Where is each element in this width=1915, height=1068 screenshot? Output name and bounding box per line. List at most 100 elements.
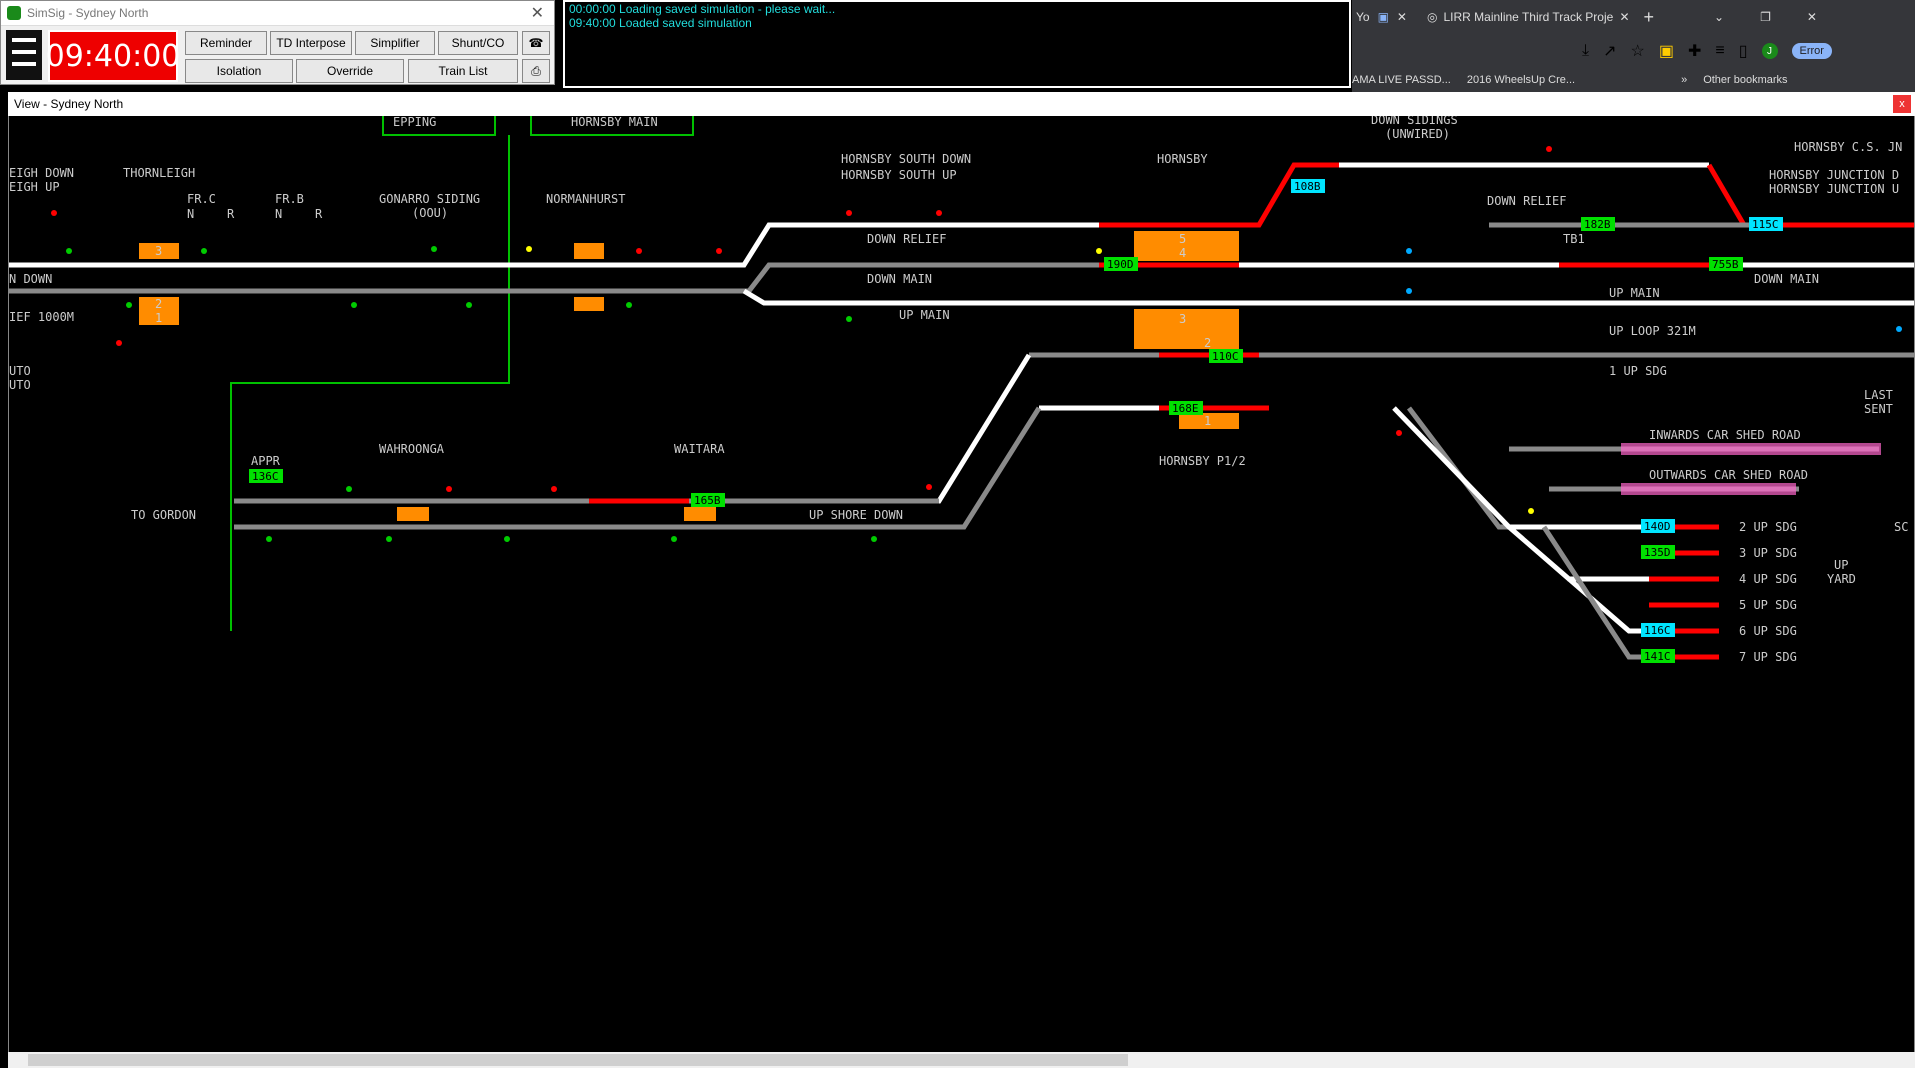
label: WAITARA [674, 442, 725, 456]
extension-icon[interactable]: ▣ [1658, 43, 1674, 60]
signal-icon[interactable] [1406, 248, 1412, 254]
signal-icon[interactable] [1396, 430, 1402, 436]
berth[interactable] [1641, 545, 1675, 559]
berth[interactable] [1641, 649, 1675, 663]
signal-icon[interactable] [846, 316, 852, 322]
label: HORNSBY JUNCTION U [1769, 182, 1899, 196]
track-segment[interactable] [234, 406, 1042, 530]
inwards-car-shed-road[interactable] [1621, 443, 1881, 455]
chevron-down-icon[interactable]: ⌄ [1714, 10, 1725, 24]
close-icon[interactable]: ✕ [1806, 10, 1817, 24]
platform [139, 243, 179, 259]
browser-tab-title[interactable]: LIRR Mainline Third Track Projec [1443, 10, 1614, 24]
signal-icon[interactable] [351, 302, 357, 308]
signal-icon[interactable] [266, 536, 272, 542]
signal-icon[interactable] [871, 536, 877, 542]
siding-track[interactable] [1649, 524, 1719, 660]
berth[interactable] [1581, 217, 1615, 231]
berth[interactable] [249, 469, 283, 483]
signal-icon[interactable] [1896, 326, 1902, 332]
signal-icon[interactable] [66, 248, 72, 254]
simplifier-button[interactable]: Simplifier [355, 31, 435, 55]
td-interpose-button[interactable]: TD Interpose [270, 31, 352, 55]
label: DOWN SIDINGS [1371, 113, 1458, 127]
close-icon[interactable]: ✕ [530, 5, 544, 22]
signal-icon[interactable] [551, 486, 557, 492]
bookmark-item[interactable]: 2016 WheelsUp Cre... [1466, 74, 1576, 86]
signal-icon[interactable] [716, 248, 722, 254]
override-button[interactable]: Override [296, 59, 404, 83]
track-segment[interactable] [1541, 525, 1649, 660]
label: UP MAIN [899, 308, 950, 322]
berth[interactable] [1291, 179, 1325, 193]
platform-number: 5 [1179, 232, 1186, 246]
signal-icon[interactable] [1096, 248, 1102, 254]
signal-icon[interactable] [466, 302, 472, 308]
berth[interactable] [1104, 257, 1138, 271]
share-icon[interactable]: ↗ [1603, 43, 1617, 60]
signal-icon[interactable] [201, 248, 207, 254]
browser-tab-short[interactable]: Yo [1356, 10, 1370, 24]
signal-icon[interactable] [526, 246, 532, 252]
signal-icon[interactable] [116, 340, 122, 346]
menu-icon[interactable] [6, 30, 42, 80]
view-close-button[interactable]: x [1893, 95, 1911, 113]
berth[interactable] [1709, 257, 1743, 271]
signal-icon[interactable] [386, 536, 392, 542]
signal-icon[interactable] [126, 302, 132, 308]
other-bookmarks[interactable]: Other bookmarks [1703, 74, 1788, 86]
signal-icon[interactable] [1406, 288, 1412, 294]
printer-icon[interactable]: ⎙ [522, 59, 550, 83]
berth[interactable] [1169, 401, 1203, 415]
track-segment[interactable] [1099, 162, 1689, 228]
tab-close-icon[interactable]: ✕ [1619, 10, 1630, 24]
signal-icon[interactable] [636, 248, 642, 254]
sidepanel-icon[interactable]: ▯ [1738, 43, 1748, 60]
restore-icon[interactable]: ❐ [1760, 10, 1771, 24]
signal-icon[interactable] [446, 486, 452, 492]
berth[interactable] [1209, 349, 1243, 363]
signal-icon[interactable] [936, 210, 942, 216]
signal-icon[interactable] [346, 486, 352, 492]
profile-avatar[interactable]: J [1761, 43, 1778, 59]
telephone-icon[interactable]: ☎ [522, 31, 550, 55]
bookmarks-overflow-icon[interactable]: » [1681, 74, 1688, 86]
shunt-co-button[interactable]: Shunt/CO [438, 31, 518, 55]
playlist-icon[interactable]: ≡ [1715, 42, 1725, 59]
berth[interactable] [1641, 519, 1675, 533]
horizontal-scrollbar[interactable] [8, 1052, 1915, 1068]
scrollbar-thumb[interactable] [28, 1054, 1128, 1066]
bookmark-item[interactable]: AMA LIVE PASSD... [1352, 74, 1451, 86]
track-segment[interactable] [9, 262, 1099, 294]
track-segment[interactable] [9, 222, 1099, 268]
signal-icon[interactable] [671, 536, 677, 542]
signal-icon[interactable] [846, 210, 852, 216]
signal-icon[interactable] [431, 246, 437, 252]
berth[interactable] [691, 493, 725, 507]
train-list-button[interactable]: Train List [408, 59, 518, 83]
simsig-app-icon [7, 6, 21, 20]
track-segment[interactable] [749, 353, 1032, 504]
tab-close-icon[interactable]: ✕ [1396, 10, 1407, 24]
new-tab-icon[interactable]: + [1643, 6, 1655, 27]
puzzle-icon[interactable]: ✚ [1687, 43, 1702, 60]
signal-icon[interactable] [51, 210, 57, 216]
install-icon[interactable]: ⤓ [1582, 42, 1590, 59]
label: GONARRO SIDING [379, 192, 480, 206]
outwards-car-shed-road[interactable] [1621, 483, 1796, 495]
track-segment[interactable] [1507, 525, 1649, 582]
track-segment[interactable] [742, 288, 1914, 306]
signal-icon[interactable] [1528, 508, 1534, 514]
reminder-button[interactable]: Reminder [185, 31, 267, 55]
track-segment[interactable] [1392, 406, 1649, 530]
signal-icon[interactable] [626, 302, 632, 308]
error-badge[interactable]: Error [1791, 43, 1832, 59]
star-icon[interactable]: ☆ [1630, 43, 1645, 60]
isolation-button[interactable]: Isolation [185, 59, 293, 83]
berth[interactable] [1749, 217, 1783, 231]
berth-label: 140D [1644, 520, 1671, 533]
signal-icon[interactable] [1546, 146, 1552, 152]
signal-icon[interactable] [504, 536, 510, 542]
signal-icon[interactable] [926, 484, 932, 490]
berth[interactable] [1641, 623, 1675, 637]
